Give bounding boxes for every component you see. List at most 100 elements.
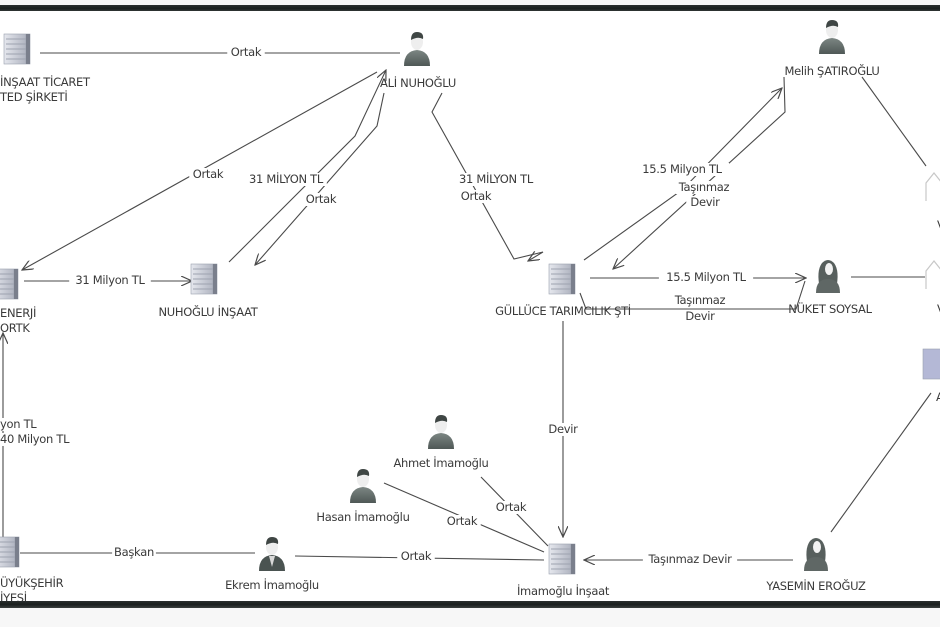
building-icon [3, 33, 31, 65]
node-label: ENERJİ [0, 305, 36, 320]
edge-label: 31 MİLYON TL [459, 171, 534, 186]
edge-label-background [189, 168, 227, 181]
node-villa-2[interactable]: Vİ [925, 260, 940, 316]
edge-label-background [544, 423, 582, 436]
node-nuket-soysal[interactable]: NÜKET SOYSAL [788, 260, 873, 316]
edge-label: Devir [690, 195, 720, 209]
edge-nuket-soysal-to-gullu-tarimcilik [579, 280, 806, 310]
edge-nuhoglu-insaat-to-ali-nuhoglu [228, 70, 386, 263]
node-label: Melih ŞATIROĞLU [785, 63, 880, 78]
node-melih-satiroglu[interactable]: Melih ŞATIROĞLU [785, 20, 880, 78]
node-hasan-imamoglu[interactable]: Hasan İmamoğlu [316, 469, 410, 524]
edge-label: Ortak [496, 500, 527, 514]
building-icon [0, 268, 19, 300]
edge-label-background [686, 196, 724, 209]
edge-label: 15.5 Milyon TL [666, 270, 746, 284]
node-label: GÜLLÜCE TARIMCILIK ŞTİ [495, 302, 631, 318]
edge-label-background [671, 294, 729, 307]
node-gullu-tarimcilik[interactable]: GÜLLÜCE TARIMCILIK ŞTİ [495, 263, 631, 318]
edge-label-background [227, 46, 265, 59]
edge-label-background [675, 181, 733, 194]
edge-label: 15.5 Milyon TL [642, 162, 722, 176]
bottom-border [0, 601, 940, 608]
edge-label: Ortak [193, 167, 224, 181]
edge-label: 31 Milyon TL [75, 273, 145, 287]
edge-label-background [492, 501, 530, 514]
edge-label-background [681, 310, 719, 323]
edge-label: Taşınmaz [674, 293, 726, 307]
edge-label-background [642, 553, 738, 566]
edge-label-background [0, 433, 80, 446]
edge-label-background [658, 271, 754, 284]
person-icon [804, 538, 828, 571]
node-label: TED ŞİRKETİ [0, 89, 67, 104]
node-villa-1[interactable]: Vİ [925, 172, 940, 232]
person-icon [428, 415, 454, 449]
person-icon [816, 260, 840, 293]
edge-label: Başkan [114, 545, 154, 559]
node-label: İmamoğlu İnşaat [517, 583, 610, 598]
edge-label: Ortak [461, 189, 492, 203]
node-label: Ahmet İmamoğlu [393, 455, 488, 470]
node-imamoglu-insaat[interactable]: İmamoğlu İnşaat [517, 543, 610, 598]
node-label: NUHOĞLU İNŞAAT [158, 304, 258, 319]
edge-label: 40 Milyon TL [0, 432, 70, 446]
building-icon [190, 263, 218, 295]
node-ekrem-imamoglu[interactable]: Ekrem İmamoğlu [225, 537, 319, 592]
edge-label-background [302, 193, 340, 206]
edge-label-background [397, 550, 435, 563]
edge-label: Devir [548, 422, 578, 436]
node-ali-nuhoglu[interactable]: ALİ NUHOĞLU [380, 32, 456, 90]
edge-label: yon TL [0, 417, 37, 431]
edge-label: Ortak [306, 192, 337, 206]
edge-ali-nuhoglu-to-gullu-tarimcilik [431, 92, 544, 261]
node-label: ORTK [0, 321, 30, 335]
top-border [0, 5, 940, 12]
node-yasemin-eroguz[interactable]: YASEMİN EROĞUZ [765, 538, 866, 593]
building-icon [548, 263, 576, 295]
person-icon [259, 537, 285, 571]
house-icon [925, 260, 940, 289]
node-label: Ekrem İmamoğlu [225, 577, 319, 592]
person-icon [404, 32, 430, 66]
edge-melih-satiroglu-to-villa-1 [861, 76, 927, 167]
edge-label: Ortak [401, 549, 432, 563]
building-icon [0, 536, 20, 568]
node-right-a[interactable]: A [922, 348, 940, 404]
building-icon [548, 543, 576, 575]
node-label: A [936, 390, 940, 404]
edge-label: Taşınmaz [678, 180, 730, 194]
node-ahmet-imamoglu[interactable]: Ahmet İmamoğlu [393, 415, 489, 470]
node-label: Hasan İmamoğlu [316, 509, 409, 524]
person-icon [819, 20, 845, 54]
edge-label-background [634, 163, 730, 176]
edge-label-background [443, 515, 481, 528]
edge-label-background [69, 274, 151, 287]
node-label: İYESİ [0, 590, 27, 601]
node-label: NÜKET SOYSAL [788, 300, 872, 316]
edge-label-background [455, 173, 537, 186]
edge-label-background [245, 173, 327, 186]
node-label: Vİ [937, 301, 940, 316]
edge-label: Devir [685, 309, 715, 323]
edge-label: Ortak [231, 45, 262, 59]
node-label: Vİ [937, 217, 940, 232]
edge-label: 31 MİLYON TL [249, 171, 324, 186]
person-icon [350, 469, 376, 503]
edge-ali-nuhoglu-to-nuhoglu-insaat [255, 92, 385, 265]
node-label: YASEMİN EROĞUZ [765, 578, 866, 593]
node-label: İNŞAAT TİCARET [0, 74, 91, 89]
building-icon [922, 348, 940, 380]
edge-label: Taşınmaz Devir [647, 552, 732, 566]
edge-yasemin-eroguz-to-right-a [830, 392, 932, 533]
node-nuhoglu-insaat[interactable]: NUHOĞLU İNŞAAT [158, 263, 259, 319]
edge-label-background [457, 190, 495, 203]
